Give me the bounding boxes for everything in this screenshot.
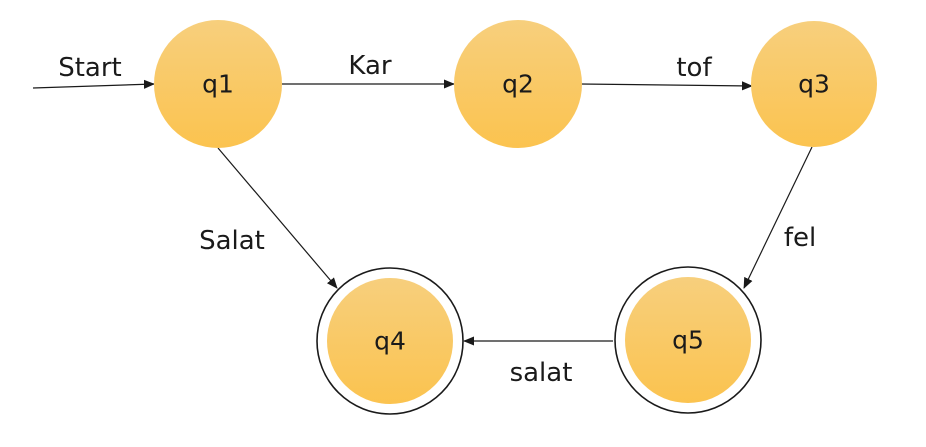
state-q1: q1 bbox=[154, 20, 282, 148]
transition-label-q5-q4: salat bbox=[510, 358, 573, 388]
state-q4: q4 bbox=[316, 267, 464, 415]
state-label-q2: q2 bbox=[502, 70, 534, 99]
transition-label-q1-q2: Kar bbox=[348, 51, 392, 81]
state-label-q4: q4 bbox=[374, 327, 406, 356]
start-label: Start bbox=[58, 53, 122, 83]
transition-q3-q5 bbox=[743, 146, 813, 289]
state-label-q5: q5 bbox=[672, 326, 704, 355]
state-label-q1: q1 bbox=[202, 70, 234, 99]
state-label-q3: q3 bbox=[798, 70, 830, 99]
transition-label-q2-q3: tof bbox=[676, 53, 712, 83]
transition-label-q1-q4: Salat bbox=[199, 226, 265, 256]
transition-q1-q4 bbox=[217, 147, 338, 289]
start-arrow bbox=[32, 79, 155, 89]
state-q5: q5 bbox=[614, 266, 762, 414]
transition-label-q3-q5: fel bbox=[784, 223, 816, 253]
state-q2: q2 bbox=[454, 20, 582, 148]
state-q3: q3 bbox=[751, 21, 877, 147]
transition-q2-q3 bbox=[579, 81, 753, 91]
